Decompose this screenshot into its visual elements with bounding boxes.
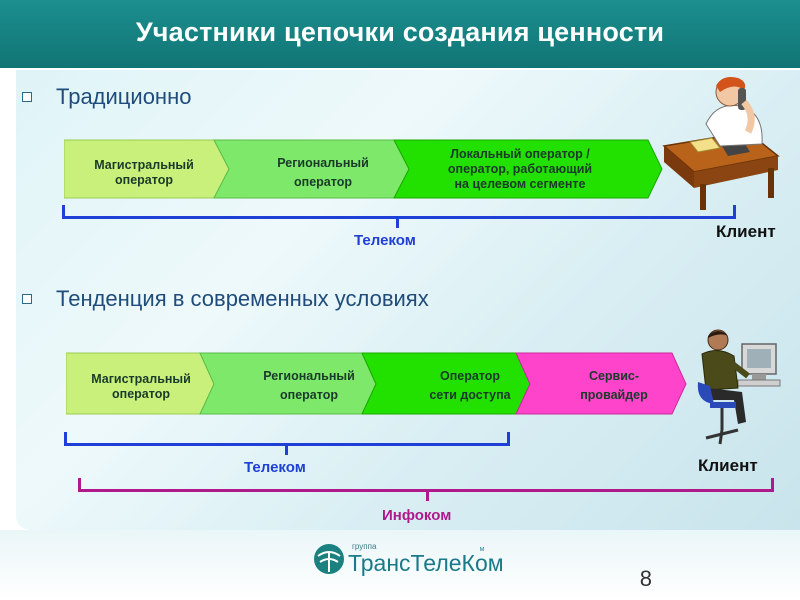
telecom-bracket-line [62,216,736,219]
bullet-icon [22,92,32,102]
traditional-stage-1-text: Магистральный оператор [74,158,214,188]
page-title: Участники цепочки создания ценности [135,17,665,47]
text-line: оператор, работающий [447,162,593,176]
footer-area [0,530,800,600]
text-line: оператор [115,173,173,187]
text-line: Локальный оператор / [450,147,590,161]
page-number: 8 [639,566,652,591]
modern-stage-service [515,352,687,415]
logo-text: ТрансТелеКом [348,550,504,576]
text-line: Региональный [277,156,369,170]
bracket-end [78,478,81,492]
traditional-stage-local [393,139,663,199]
text-line: сети доступа [429,388,511,402]
text-line: оператор [294,175,352,189]
traditional-chain [64,139,663,199]
logo-mark: ᴹ [480,546,485,555]
text-line: провайдер [580,388,648,402]
modern-stage-2-text: Региональный оператор [234,369,384,403]
modern-stage-3-text: Оператор сети доступа [400,369,540,403]
infocom-label: Инфоком [382,507,452,524]
client-label-1: Клиент [716,222,776,241]
bracket-end [62,205,65,219]
telecom-label: Телеком [354,232,416,249]
text-line: Магистральный [91,372,191,386]
traditional-stage-2-text: Региональный оператор [248,156,398,190]
traditional-stage-3-text: Локальный оператор / оператор, работающи… [420,147,620,192]
client-label-2: Клиент [698,456,758,475]
text-line: оператор [280,388,338,402]
logo-small-text: группа [352,542,377,551]
title-bar: Участники цепочки создания ценности [0,0,800,68]
modern-chain [66,352,687,415]
text-line: Оператор [439,369,501,383]
bracket-tick [285,443,288,455]
client-computer-illustration [697,329,781,445]
client-phone-illustration [662,77,780,210]
modern-stage-4-text: Сервис- провайдер [544,369,684,403]
text-line: Сервис- [588,369,640,383]
section-modern-label: Тенденция в современных условиях [56,286,429,311]
bracket-tick [396,216,399,228]
bullet-icon [22,294,32,304]
text-line: на целевом сегменте [454,177,586,191]
bracket-end [771,478,774,492]
bracket-end [507,432,510,446]
text-line: Региональный [263,369,355,383]
section-traditional-label: Традиционно [56,84,192,109]
modern-stage-1-text: Магистральный оператор [72,372,210,402]
company-logo-icon [314,544,344,574]
bracket-end [64,432,67,446]
telecom-label-2: Телеком [244,459,306,476]
bracket-end [733,205,736,219]
text-line: Магистральный [94,158,194,172]
bracket-tick [426,489,429,501]
text-line: оператор [112,387,170,401]
